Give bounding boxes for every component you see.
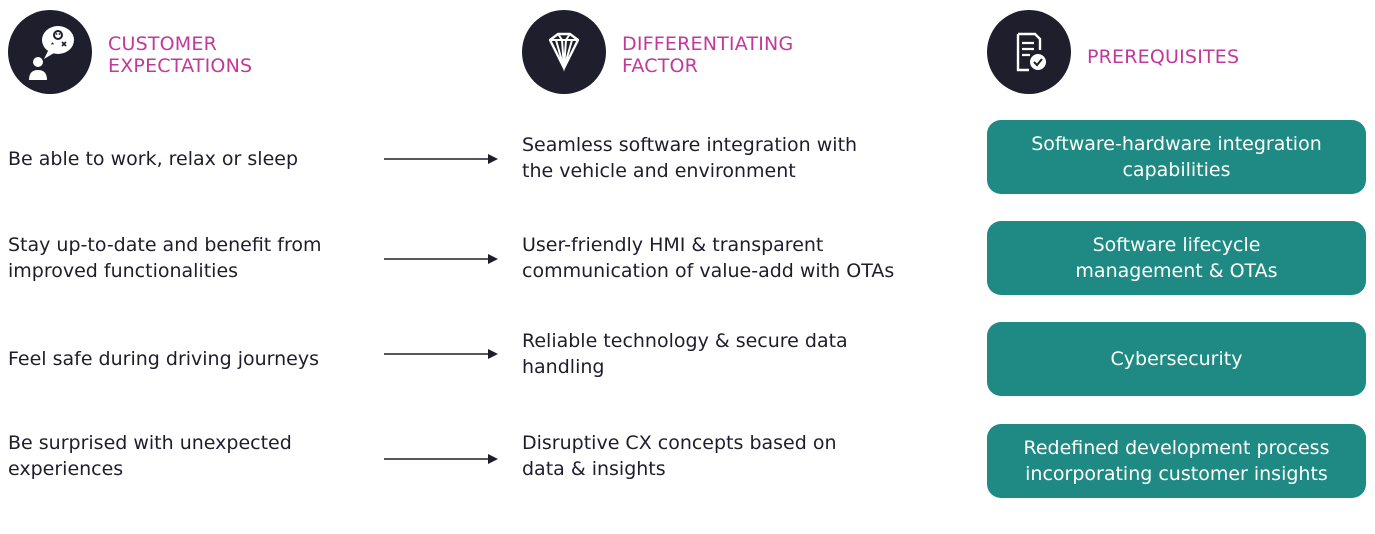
text-line: Software-hardware integration bbox=[1031, 133, 1322, 155]
title-line: CUSTOMER bbox=[108, 33, 217, 55]
arrow-icon bbox=[384, 254, 498, 264]
text-line: the vehicle and environment bbox=[522, 160, 796, 182]
arrow-icon bbox=[384, 154, 498, 164]
text-line: Cybersecurity bbox=[1110, 348, 1243, 370]
factor-text: Reliable technology & secure data handli… bbox=[522, 328, 848, 380]
text-line: Software lifecycle bbox=[1092, 234, 1261, 256]
text-line: communication of value-add with OTAs bbox=[522, 260, 895, 282]
customer-expectations-title: CUSTOMER EXPECTATIONS bbox=[108, 33, 252, 77]
text-line: improved functionalities bbox=[8, 260, 239, 282]
factor-text: Seamless software integration with the v… bbox=[522, 132, 857, 184]
prerequisite-box: Redefined development process incorporat… bbox=[987, 424, 1366, 498]
prerequisite-box: Software-hardware integration capabiliti… bbox=[987, 120, 1366, 194]
title-line: DIFFERENTIATING bbox=[622, 33, 794, 55]
expectation-text: Feel safe during driving journeys bbox=[8, 346, 319, 372]
arrow-icon bbox=[384, 454, 498, 464]
text-line: Stay up-to-date and benefit from bbox=[8, 234, 322, 256]
prerequisite-box: Cybersecurity bbox=[987, 322, 1366, 396]
differentiating-factor-title: DIFFERENTIATING FACTOR bbox=[622, 33, 793, 77]
text-line: capabilities bbox=[1122, 159, 1231, 181]
document-check-icon bbox=[987, 10, 1071, 94]
expectation-text: Be surprised with unexpected experiences bbox=[8, 430, 292, 482]
expectation-text: Stay up-to-date and benefit from improve… bbox=[8, 232, 322, 284]
text-line: Redefined development process bbox=[1023, 437, 1330, 459]
text-line: handling bbox=[522, 356, 605, 378]
prerequisites-title: PREREQUISITES bbox=[1087, 46, 1239, 68]
expectation-text: Be able to work, relax or sleep bbox=[8, 146, 298, 172]
prerequisite-box: Software lifecycle management & OTAs bbox=[987, 221, 1366, 295]
text-line: User-friendly HMI & transparent bbox=[522, 234, 824, 256]
factor-text: Disruptive CX concepts based on data & i… bbox=[522, 430, 837, 482]
diamond-icon bbox=[522, 10, 606, 94]
text-line: incorporating customer insights bbox=[1025, 463, 1328, 485]
text-line: Seamless software integration with bbox=[522, 134, 858, 156]
title-line: PREREQUISITES bbox=[1087, 46, 1240, 68]
arrow-icon bbox=[384, 349, 498, 359]
text-line: management & OTAs bbox=[1075, 260, 1278, 282]
title-line: EXPECTATIONS bbox=[108, 55, 253, 77]
text-line: Reliable technology & secure data bbox=[522, 330, 848, 352]
factor-text: User-friendly HMI & transparent communic… bbox=[522, 232, 894, 284]
text-line: Be able to work, relax or sleep bbox=[8, 148, 299, 170]
text-line: Be surprised with unexpected bbox=[8, 432, 292, 454]
text-line: Feel safe during driving journeys bbox=[8, 348, 319, 370]
customer-thinking-icon bbox=[8, 10, 92, 94]
text-line: Disruptive CX concepts based on bbox=[522, 432, 837, 454]
text-line: data & insights bbox=[522, 458, 666, 480]
text-line: experiences bbox=[8, 458, 124, 480]
title-line: FACTOR bbox=[622, 55, 699, 77]
